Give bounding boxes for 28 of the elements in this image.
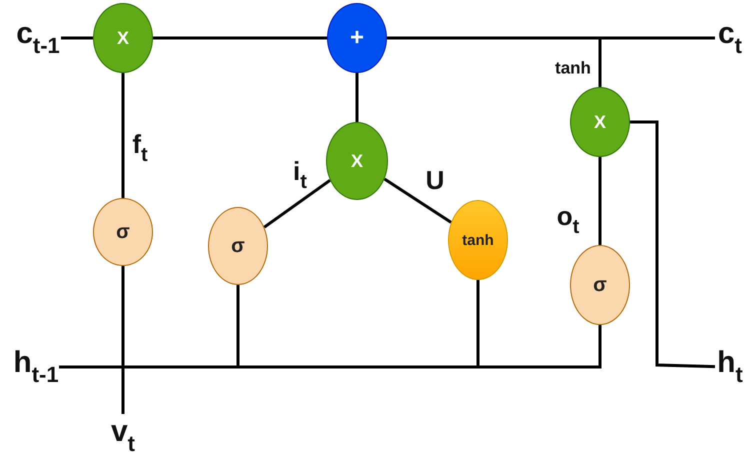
connector-line xyxy=(61,36,93,40)
variable-label: v$_{t}$ xyxy=(110,417,135,455)
edge-label: tanh xyxy=(555,60,591,76)
connector-line xyxy=(153,36,327,40)
connector-line xyxy=(598,157,602,245)
activation-gate: σ xyxy=(208,207,268,285)
connector-line xyxy=(59,325,602,368)
variable-label: h$_{t}$ xyxy=(717,348,743,386)
activation-gate: σ xyxy=(93,198,153,266)
multiply-gate: X xyxy=(570,87,630,157)
variable-label: h$_{t-1}$ xyxy=(13,348,59,386)
connector-line xyxy=(356,73,358,122)
connector-line xyxy=(263,179,331,228)
activation-gate: tanh xyxy=(448,200,508,280)
variable-label: c$_{t}$ xyxy=(718,19,742,57)
connector-line xyxy=(384,178,452,224)
multiply-gate: X xyxy=(326,122,388,200)
edge-label: o$_{t}$ xyxy=(556,203,580,237)
edge-label: f$_{t}$ xyxy=(132,131,148,165)
connector-line xyxy=(387,36,602,87)
activation-gate: σ xyxy=(570,245,630,325)
connector-line xyxy=(122,73,124,198)
edge-label: i$_{t}$ xyxy=(293,158,307,192)
add-gate: + xyxy=(327,3,387,73)
variable-label: c$_{t-1}$ xyxy=(16,19,60,57)
connector-line xyxy=(630,120,716,368)
edge-label: U xyxy=(426,167,444,193)
multiply-gate: X xyxy=(93,3,153,73)
